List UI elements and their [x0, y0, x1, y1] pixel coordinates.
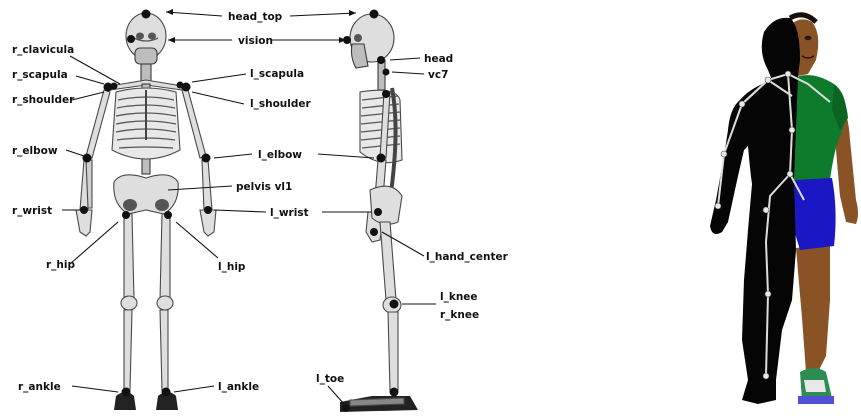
label-l-toe: l_toe — [316, 373, 344, 385]
label-l-shoulder: l_shoulder — [250, 98, 311, 110]
label-l-hip: l_hip — [218, 261, 246, 273]
label-l-knee: l_knee — [440, 291, 478, 303]
label-l-hand-center: l_hand_center — [426, 251, 509, 263]
label-pelvis: pelvis vl1 — [236, 181, 292, 193]
label-l-ankle: l_ankle — [218, 381, 259, 393]
front-skeleton — [76, 10, 216, 411]
label-vision: vision — [238, 35, 273, 47]
label-r-hip: r_hip — [46, 259, 76, 271]
character-shorts — [794, 178, 836, 250]
label-r-ankle: r_ankle — [18, 381, 61, 393]
side-skeleton — [340, 10, 418, 413]
label-r-clavicula: r_clavicula — [12, 44, 74, 56]
label-r-scapula: r_scapula — [12, 69, 68, 81]
label-head: head — [424, 53, 453, 65]
label-l-wrist: l_wrist — [270, 207, 309, 219]
label-r-wrist: r_wrist — [12, 205, 52, 217]
label-r-elbow: r_elbow — [12, 145, 58, 157]
label-head-top: head_top — [228, 11, 283, 23]
label-r-knee: r_knee — [440, 309, 479, 321]
character-model — [710, 15, 858, 404]
label-l-elbow: l_elbow — [258, 149, 302, 161]
label-r-shoulder: r_shoulder — [12, 94, 75, 106]
label-l-scapula: l_scapula — [250, 68, 304, 80]
label-vc7: vc7 — [428, 69, 448, 81]
